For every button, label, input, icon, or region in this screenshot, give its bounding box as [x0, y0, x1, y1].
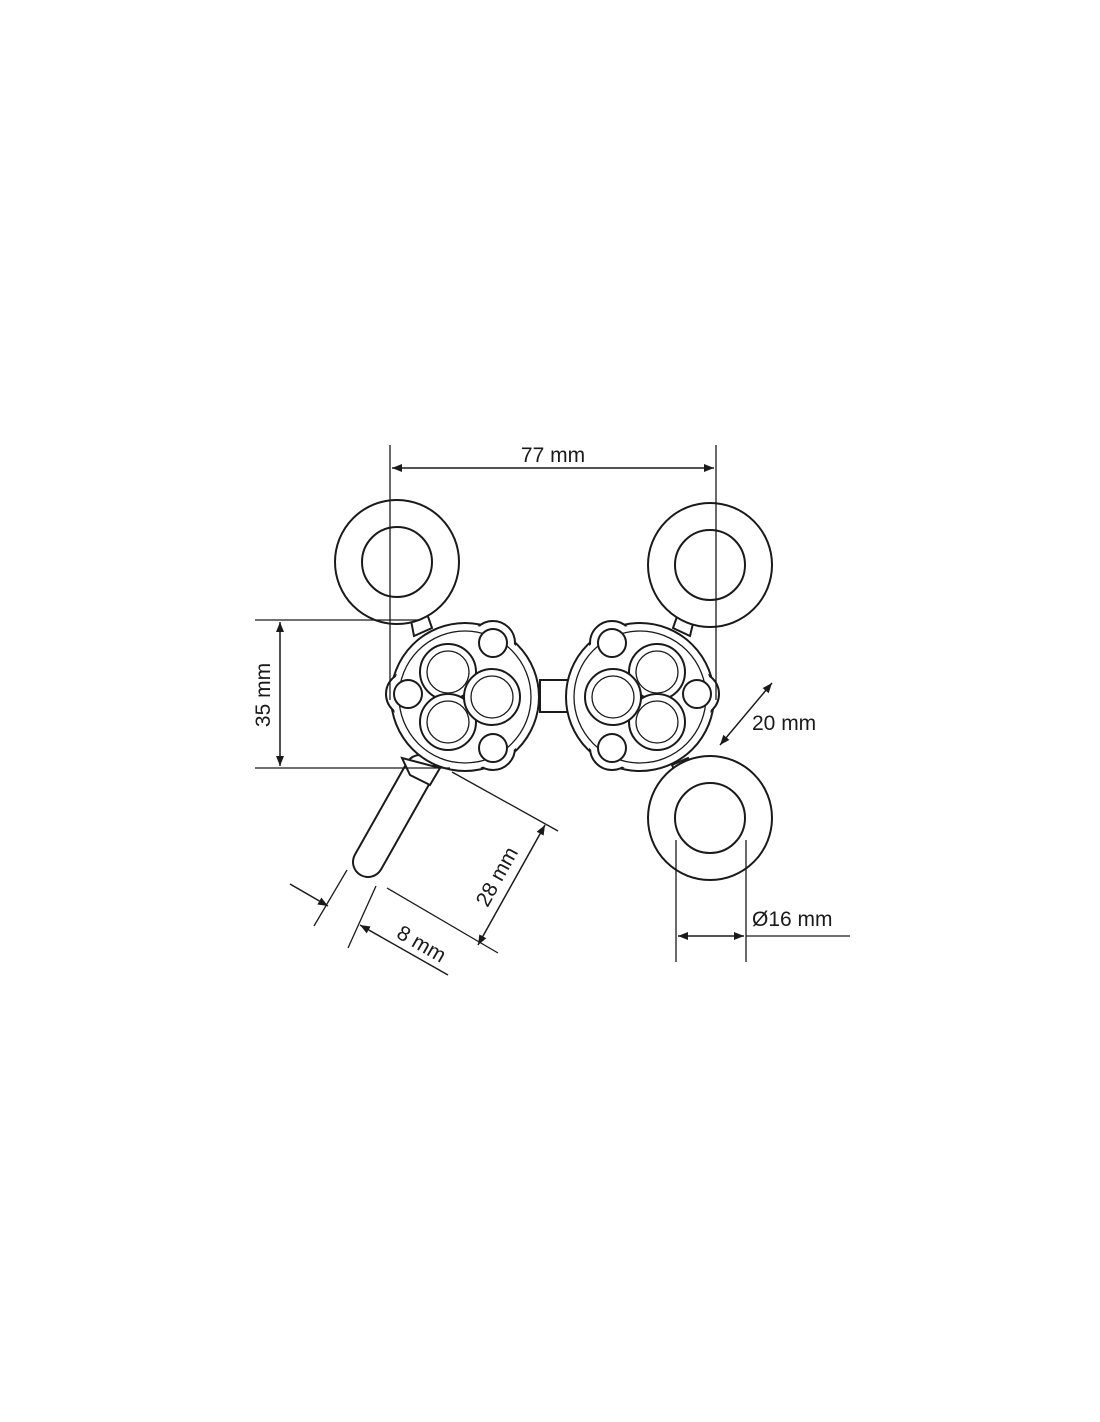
dimension-height: 35 mm — [252, 619, 450, 769]
ring-bottom-right — [647, 755, 773, 881]
ring-top-right — [647, 502, 773, 638]
plate-right — [565, 620, 720, 772]
handle — [352, 754, 442, 878]
ring-top-left — [334, 499, 460, 638]
dimension-span: 77 mm — [389, 444, 717, 700]
span-label: 77 mm — [521, 444, 585, 467]
plate-left — [385, 620, 540, 772]
plate-gap-label: 20 mm — [752, 712, 816, 735]
dimension-ring-diameter: Ø16 mm — [675, 840, 850, 962]
dimension-plate-gap: 20 mm — [719, 682, 816, 746]
connector-bar — [539, 679, 569, 713]
dimension-handle-width: 8 mm — [289, 869, 450, 976]
ring-diameter-label: Ø16 mm — [752, 908, 833, 931]
height-label: 35 mm — [252, 663, 275, 727]
